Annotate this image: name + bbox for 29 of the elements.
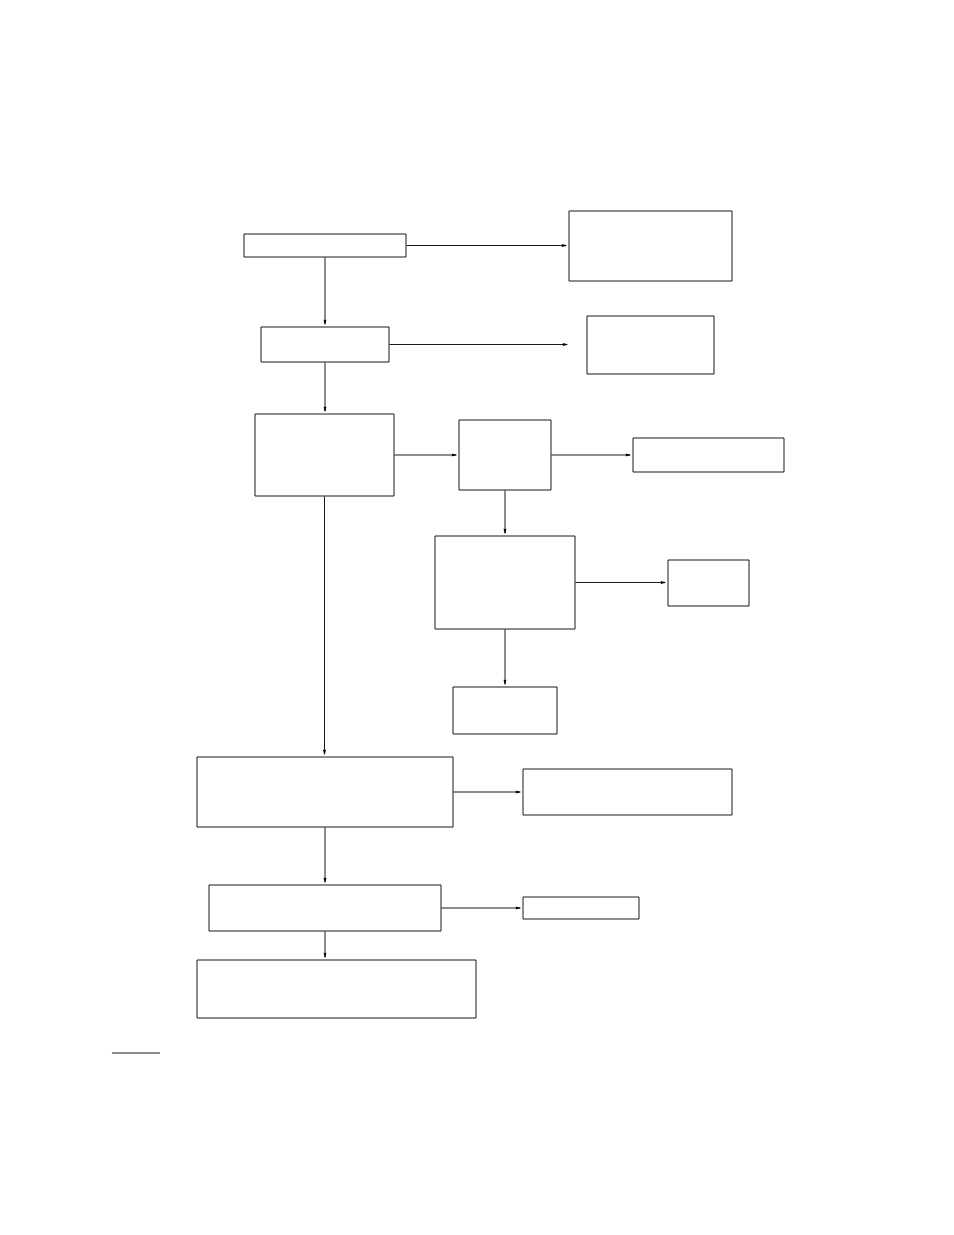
process-box xyxy=(434,535,576,630)
arrow xyxy=(389,343,568,346)
arrow xyxy=(441,906,521,910)
process-box xyxy=(522,768,733,816)
arrow xyxy=(394,453,457,457)
process-box xyxy=(452,686,558,735)
process-box xyxy=(196,959,477,1019)
arrow xyxy=(323,257,327,325)
process-box xyxy=(458,419,552,491)
arrow xyxy=(575,581,666,584)
arrow xyxy=(323,827,327,883)
arrow xyxy=(453,790,521,794)
process-box xyxy=(568,210,733,282)
arrow xyxy=(503,629,507,685)
process-box xyxy=(208,884,442,932)
process-box xyxy=(667,559,750,607)
process-box xyxy=(586,315,715,375)
arrow xyxy=(406,244,567,247)
arrow xyxy=(323,496,326,755)
process-box xyxy=(254,413,395,497)
process-box xyxy=(522,896,640,920)
arrow xyxy=(503,490,507,534)
arrow xyxy=(551,453,631,457)
process-box xyxy=(243,233,407,258)
process-box xyxy=(260,326,390,363)
arrow xyxy=(323,362,327,412)
process-box xyxy=(632,437,785,473)
arrow xyxy=(323,931,327,958)
process-box xyxy=(196,756,454,828)
